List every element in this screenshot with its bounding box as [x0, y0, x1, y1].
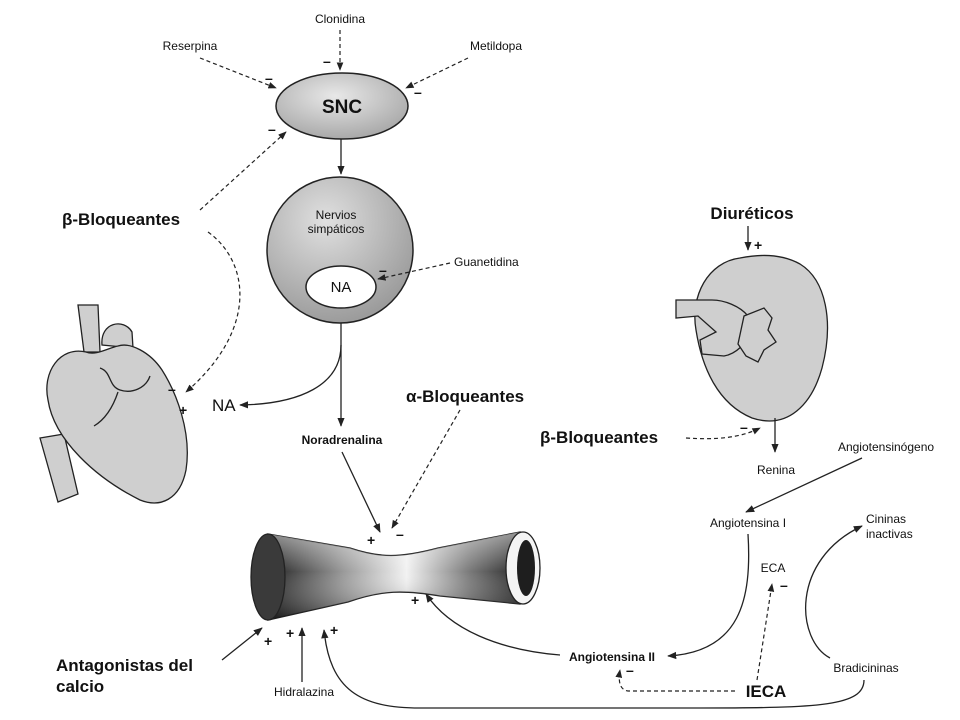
angiotensinogeno-label: Angiotensinógeno [838, 440, 934, 454]
beta-bloqueantes-to-heart-arrow [185, 231, 241, 393]
ieca-label: IECA [746, 682, 787, 701]
snc-label: SNC [322, 97, 362, 118]
antagonistas-arrow [221, 627, 263, 661]
vessel-bottom-plus-3: + [330, 622, 338, 638]
blood-vessel-illustration [250, 531, 541, 621]
ieca-to-eca-arrow [756, 583, 775, 681]
vessel-bottom-plus-1: + [264, 633, 272, 649]
guanetidina-label: Guanetidina [454, 255, 519, 269]
metildopa-minus: – [414, 84, 422, 100]
renina-label: Renina [757, 463, 795, 477]
heart-plus: + [179, 402, 187, 418]
noradrenalina-label: Noradrenalina [302, 433, 383, 447]
beta-bloqueantes-right-label: β-Bloqueantes [540, 428, 658, 447]
vessel-right-plus: + [411, 592, 419, 608]
metildopa-arrow [405, 57, 469, 89]
heart-illustration [39, 304, 188, 504]
noradrenalina-to-vessel-arrow [341, 451, 381, 533]
beta-bloqueantes-to-snc-arrow [199, 131, 287, 211]
nervios-label-line1: Nervios [316, 208, 357, 222]
beta-snc-minus: – [268, 121, 276, 137]
na-vesicle [305, 265, 377, 309]
angiotensina-ii-label: Angiotensina II [569, 650, 655, 664]
nervios-to-na-arrow [239, 323, 342, 409]
reserpina-minus: – [265, 70, 273, 86]
cininas-label-line2: inactivas [866, 527, 913, 541]
angiotensina-i-to-ii-arrow [667, 533, 750, 660]
eca-label: ECA [761, 561, 786, 575]
angiotensina-i-label: Angiotensina I [710, 516, 786, 530]
kidney-minus: – [740, 419, 748, 435]
alpha-bloqueantes-label: α-Bloqueantes [406, 387, 524, 406]
hidralazina-label: Hidralazina [274, 685, 334, 699]
ieca-to-angiotensina-ii-arrow [615, 669, 735, 692]
antagonistas-label-line2: calcio [56, 677, 104, 696]
angiotensina-ii-minus: – [626, 662, 634, 678]
na-vesicle-label: NA [331, 279, 352, 296]
cininas-label-line1: Cininas [866, 512, 906, 526]
bradicininas-to-cininas-arrow [805, 525, 863, 659]
bradicininas-to-vessel-arrow [321, 629, 865, 709]
metildopa-label: Metildopa [470, 39, 522, 53]
guanetidina-arrow [377, 262, 451, 281]
reserpina-label: Reserpina [163, 39, 218, 53]
guanetidina-minus: – [379, 262, 387, 278]
diureticos-plus: + [754, 237, 762, 253]
bradicininas-label: Bradicininas [833, 661, 898, 675]
angiotensina-ii-to-vessel-arrow [425, 593, 561, 656]
vessel-bottom-plus-2: + [286, 625, 294, 641]
eca-minus: – [780, 577, 788, 593]
clonidina-minus: – [323, 53, 331, 69]
vessel-top-minus: – [396, 526, 404, 542]
beta-bloqueantes-left-label: β-Bloqueantes [62, 210, 180, 229]
na-heart-label: NA [212, 396, 236, 415]
clonidina-label: Clonidina [315, 12, 365, 26]
beta-bloqueantes-to-kidney-arrow [685, 427, 761, 440]
nervios-label-line2: simpáticos [308, 222, 365, 236]
heart-minus: – [168, 381, 176, 397]
angiotensinogeno-arrow [745, 457, 863, 513]
antagonistas-label-line1: Antagonistas del [56, 656, 193, 675]
kidney-illustration [675, 254, 829, 422]
diureticos-label: Diuréticos [710, 204, 793, 223]
snc-ellipse [275, 72, 409, 140]
alpha-bloqueantes-arrow [391, 409, 461, 529]
vessel-top-plus: + [367, 532, 375, 548]
